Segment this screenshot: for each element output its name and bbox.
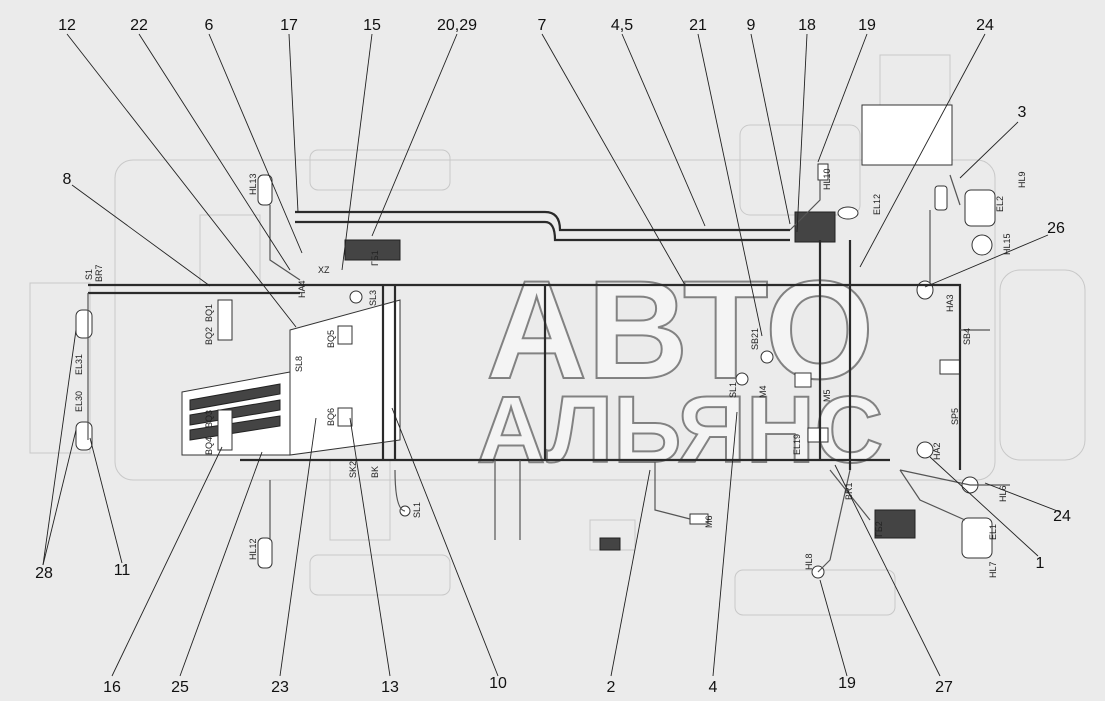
label-hl12: HL12 — [248, 538, 258, 560]
label-hl10: HL10 — [822, 168, 832, 190]
label-hl7: HL7 — [988, 561, 998, 578]
label-el12: EL12 — [872, 194, 882, 215]
wire-harness — [87, 174, 1010, 573]
callout-19-bottom: 19 — [838, 675, 856, 692]
component-labels: BR7 S1 EL31 EL30 BQ1 BQ2 BQ3 BQ4 BQ5 BQ6… — [74, 168, 1027, 578]
callout-2: 2 — [607, 679, 616, 696]
label-m5: M5 — [822, 389, 832, 402]
label-m6: М6 — [704, 515, 714, 528]
label-bq4: BQ4 — [204, 437, 214, 455]
label-el19: EL19 — [792, 434, 802, 455]
callout-13: 13 — [381, 679, 399, 696]
callout-28: 28 — [35, 565, 53, 582]
label-sb4: SB4 — [962, 328, 972, 345]
label-hl9: HL9 — [1017, 171, 1027, 188]
label-bq1: BQ1 — [204, 304, 214, 322]
callouts-bottom: 28 11 16 25 23 13 10 2 4 19 27 1 24 — [35, 508, 1071, 696]
label-sb21: SB21 — [750, 328, 760, 350]
label-hl6: HL6 — [998, 485, 1008, 502]
label-bq6: BQ6 — [326, 408, 336, 426]
callout-10: 10 — [489, 675, 507, 692]
label-ha3: HA3 — [945, 294, 955, 312]
label-xz: XZ — [318, 265, 330, 275]
label-br1: BR1 — [844, 482, 854, 500]
callout-7: 7 — [538, 17, 547, 34]
callout-6: 6 — [205, 17, 214, 34]
callout-19-top: 19 — [858, 17, 876, 34]
label-hl8: HL8 — [804, 553, 814, 570]
callout-12: 12 — [58, 17, 76, 34]
label-s1: S1 — [84, 269, 94, 280]
label-sl1-rear: SL1 — [412, 502, 422, 518]
callout-1: 1 — [1036, 555, 1045, 572]
label-br7: BR7 — [94, 264, 104, 282]
callouts-top: 12 22 6 17 15 20,29 7 4,5 21 9 18 19 24 … — [58, 17, 1065, 237]
leader-lines — [42, 33, 1061, 677]
callout-9: 9 — [747, 17, 756, 34]
label-sl3: SL3 — [368, 290, 378, 306]
label-el1: EL1 — [988, 524, 998, 540]
callout-24-bottom: 24 — [1053, 508, 1071, 525]
callout-4-5: 4,5 — [611, 17, 633, 34]
callout-26: 26 — [1047, 220, 1065, 237]
callout-15: 15 — [363, 17, 381, 34]
callout-20-29: 20,29 — [437, 17, 477, 34]
callout-22: 22 — [130, 17, 148, 34]
callout-8: 8 — [63, 171, 72, 188]
label-el31: EL31 — [74, 354, 84, 375]
callout-4-bottom: 4 — [709, 679, 718, 696]
label-bq5: BQ5 — [326, 330, 336, 348]
label-hl13: HL13 — [248, 173, 258, 195]
label-sl1-front: SL1 — [728, 382, 738, 398]
label-ha2: HA2 — [932, 442, 942, 460]
label-sp5: SP5 — [950, 408, 960, 425]
callout-25: 25 — [171, 679, 189, 696]
callout-24-top: 24 — [976, 17, 994, 34]
callout-18: 18 — [798, 17, 816, 34]
label-el30: EL30 — [74, 391, 84, 412]
label-hl15: HL15 — [1002, 233, 1012, 255]
callout-11: 11 — [114, 562, 131, 579]
front-parts — [599, 104, 996, 579]
label-m4: M4 — [758, 385, 768, 398]
label-sl8: SL8 — [294, 356, 304, 372]
callout-17: 17 — [280, 17, 298, 34]
callout-27: 27 — [935, 679, 953, 696]
label-gb2: ГБ2 — [874, 521, 884, 537]
label-bq3: BQ3 — [204, 410, 214, 428]
callout-3: 3 — [1018, 104, 1027, 121]
label-gb1: ГБ1 — [370, 250, 380, 266]
callout-23: 23 — [271, 679, 289, 696]
label-bq2: BQ2 — [204, 327, 214, 345]
label-el2: EL2 — [995, 196, 1005, 212]
label-sk2: SK2 — [348, 461, 358, 478]
rear-lamp-panel — [75, 174, 411, 569]
label-bk: BK — [370, 466, 380, 478]
callout-16: 16 — [103, 679, 121, 696]
label-ha4: HA4 — [297, 280, 307, 298]
callout-21: 21 — [689, 17, 707, 34]
